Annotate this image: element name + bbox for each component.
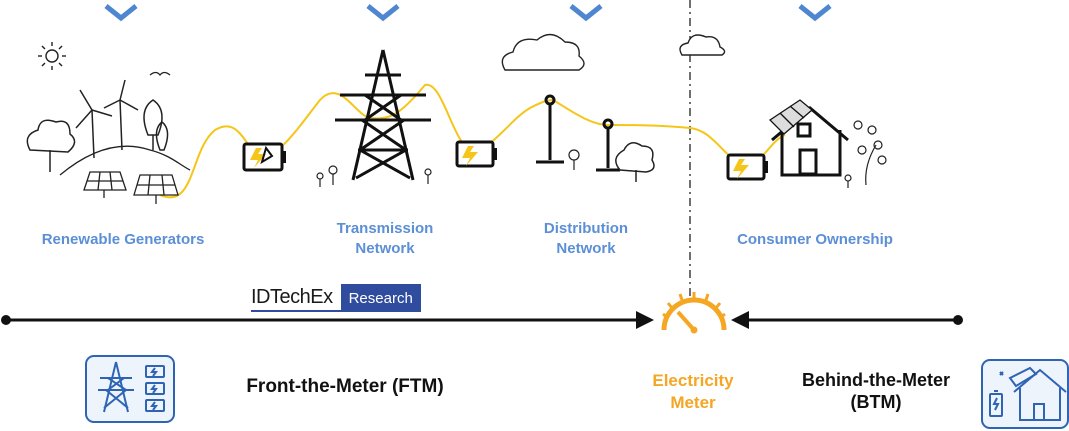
ftm-arrow-head bbox=[636, 311, 654, 329]
hills bbox=[59, 145, 191, 176]
chevron-down-icon bbox=[104, 4, 138, 22]
flower-icon bbox=[568, 149, 580, 170]
battery-icon bbox=[455, 140, 497, 168]
btm-label: Behind-the-Meter (BTM) bbox=[802, 370, 950, 412]
btm-arrow-start bbox=[953, 315, 963, 325]
cloud-icon bbox=[501, 33, 585, 71]
btm-arrow-head bbox=[731, 311, 749, 329]
ftm-arrow-start bbox=[1, 315, 11, 325]
chevron-down-icon bbox=[366, 4, 400, 22]
tree-icon bbox=[26, 99, 169, 172]
cloud-icon bbox=[679, 34, 726, 56]
flower-icon bbox=[316, 165, 432, 187]
ftm-icon bbox=[85, 355, 175, 423]
wind-turbine-icon bbox=[75, 79, 139, 159]
solar-panel-icon bbox=[768, 99, 814, 135]
solar-panel-icon bbox=[83, 171, 179, 204]
battery-icon bbox=[726, 153, 768, 181]
meter-label: Electricity Meter bbox=[652, 371, 734, 412]
stage-label-distribution: Distribution Network bbox=[543, 220, 629, 257]
sun-icon bbox=[38, 42, 66, 70]
logo-brand: IDTechEx bbox=[251, 284, 341, 312]
flower-icon bbox=[844, 120, 887, 188]
tree-icon bbox=[615, 142, 655, 182]
pylon-icon bbox=[335, 49, 431, 181]
btm-icon bbox=[981, 359, 1069, 429]
stage-label-consumer: Consumer Ownership bbox=[737, 231, 893, 248]
bird-icon bbox=[149, 71, 171, 77]
battery-icon bbox=[242, 142, 286, 172]
chevron-down-icon bbox=[798, 4, 832, 22]
street-lamp-icon bbox=[536, 94, 620, 172]
idtechex-logo: IDTechEx Research bbox=[251, 284, 421, 312]
stage-label-renewable: Renewable Generators bbox=[41, 231, 205, 248]
meter-gauge-icon bbox=[661, 292, 727, 334]
chevron-down-icon bbox=[569, 4, 603, 22]
ftm-label: Front-the-Meter (FTM) bbox=[246, 376, 444, 397]
stage-label-transmission: Transmission Network bbox=[336, 220, 434, 257]
logo-suffix: Research bbox=[340, 284, 421, 312]
